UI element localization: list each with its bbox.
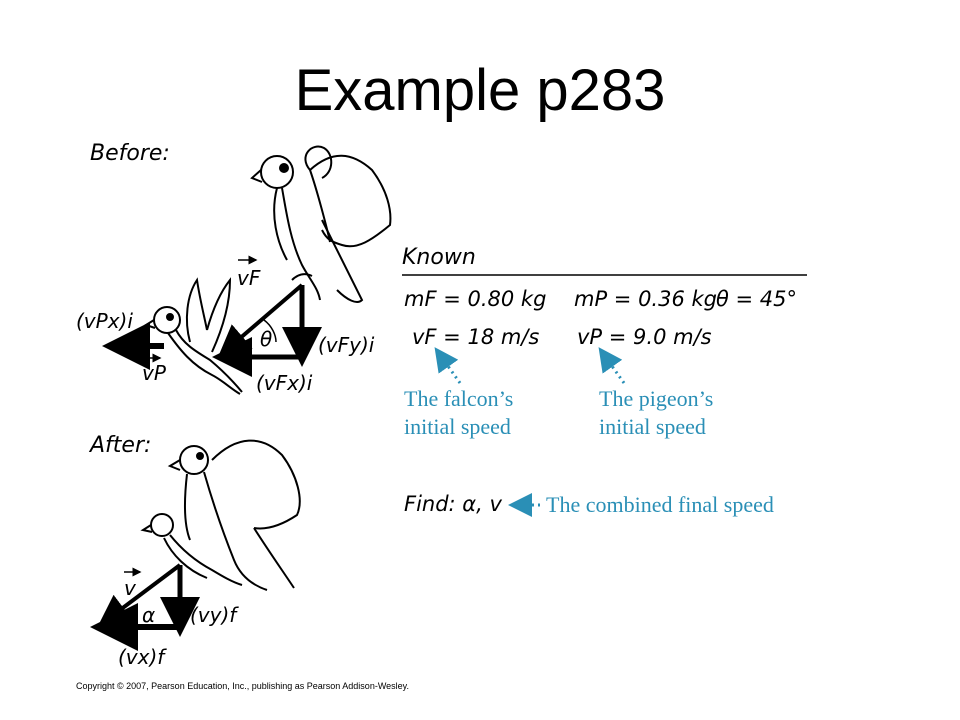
theta-value: θ = 45° bbox=[716, 287, 797, 311]
falcon-callout-line1: The falcon’s bbox=[404, 386, 513, 411]
vf-label: vF bbox=[237, 266, 261, 290]
velocity-triangle-before bbox=[102, 283, 322, 377]
before-label: Before: bbox=[90, 141, 170, 166]
vp-label: vP bbox=[142, 361, 167, 385]
find-label: Find: α, v bbox=[404, 492, 502, 516]
combined-callout: The combined final speed bbox=[546, 492, 774, 517]
mf-value: mF = 0.80 kg bbox=[404, 287, 546, 311]
mp-value: mP = 0.36 kg bbox=[574, 287, 717, 311]
after-label: After: bbox=[88, 433, 151, 458]
vy-f-label: (vy)f bbox=[190, 603, 239, 627]
vfy-i-label: (vFy)i bbox=[318, 333, 375, 357]
known-heading: Known bbox=[402, 245, 476, 270]
velocity-triangle-after bbox=[90, 563, 200, 651]
vpx-i-label: (vPx)i bbox=[76, 309, 133, 333]
v-after-label: v bbox=[124, 576, 137, 600]
theta-label: θ bbox=[260, 327, 272, 351]
vp-value: vP = 9.0 m/s bbox=[577, 325, 712, 349]
falcon-pigeon-figure: Before: (vPx)i vP vF θ (vFy)i (vFx)i Aft bbox=[76, 141, 807, 669]
falcon-callout-arrow bbox=[434, 347, 462, 384]
vfx-i-label: (vFx)i bbox=[256, 371, 313, 395]
falcon-callout-line2: initial speed bbox=[404, 414, 511, 439]
combined-birds-drawing bbox=[140, 439, 301, 591]
vx-f-label: (vx)f bbox=[118, 645, 167, 669]
vf-value: vF = 18 m/s bbox=[412, 325, 539, 349]
slide-title: Example p283 bbox=[294, 58, 666, 123]
falcon-before-drawing bbox=[250, 145, 392, 303]
pigeon-callout-arrow bbox=[598, 347, 626, 384]
copyright-notice: Copyright © 2007, Pearson Education, Inc… bbox=[76, 681, 409, 691]
pigeon-callout-line1: The pigeon’s bbox=[599, 386, 713, 411]
pigeon-callout-line2: initial speed bbox=[599, 414, 706, 439]
alpha-label: α bbox=[142, 603, 155, 627]
